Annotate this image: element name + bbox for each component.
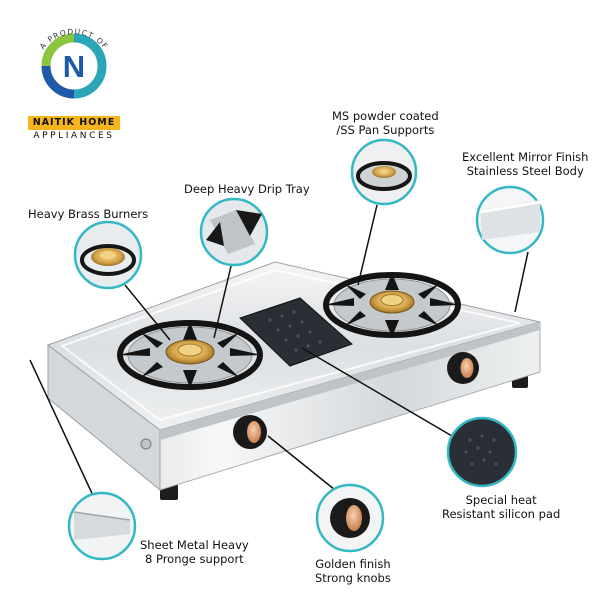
silicon-pad-texture <box>268 310 322 352</box>
brand-logo: N A PRODUCT OF <box>38 27 109 99</box>
detail-knob-circle <box>315 483 385 553</box>
left-burner-assembly <box>117 320 263 390</box>
stove <box>46 261 541 500</box>
knob-left <box>233 415 267 449</box>
logo-arc-green <box>41 33 75 67</box>
logo-arc-teal <box>73 33 107 99</box>
label-pan-supports: MS powder coated/SS Pan Supports <box>332 109 439 137</box>
label-drip-tray: Deep Heavy Drip Tray <box>184 182 310 196</box>
brand-name: NAITIK HOME <box>28 116 120 130</box>
pan-support-right <box>323 272 461 338</box>
detail-silicon-pad-circle <box>446 416 518 488</box>
silicon-pad <box>239 297 353 367</box>
callout-lines <box>29 204 529 503</box>
detail-sheet-metal-circle <box>67 491 137 561</box>
logo-monogram: N <box>63 49 85 84</box>
right-burner-assembly <box>323 272 461 338</box>
knob-right <box>447 352 479 384</box>
detail-brass-burner-circle <box>73 220 143 290</box>
stove-rim-shine <box>59 268 521 422</box>
stove-front-edge <box>160 322 540 440</box>
detail-pan-supports-circle <box>350 138 418 206</box>
brand-subtitle: APPLIANCES <box>33 131 115 141</box>
label-brass-burners: Heavy Brass Burners <box>28 207 149 221</box>
detail-drip-tray-circle <box>199 197 269 267</box>
detail-body-circle <box>475 185 545 255</box>
logo-arc-blue <box>41 65 75 99</box>
gas-inlet <box>140 438 152 450</box>
pan-support-left <box>117 320 263 390</box>
